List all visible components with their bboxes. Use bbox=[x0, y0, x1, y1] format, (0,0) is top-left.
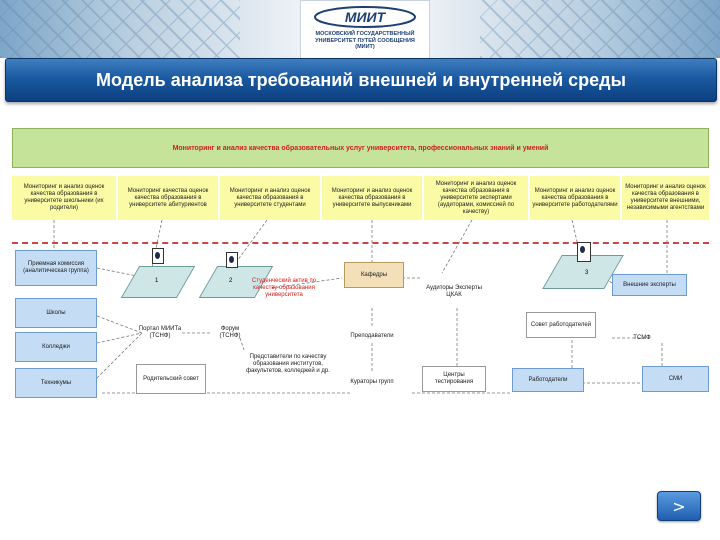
next-slide-button[interactable]: > bbox=[657, 491, 701, 521]
header-banner: МИИТ МОСКОВСКИЙ ГОСУДАРСТВЕННЫЙ УНИВЕРСИ… bbox=[0, 0, 720, 60]
parent-council-box: Родительский совет bbox=[136, 364, 206, 394]
external-experts-box: Внешние эксперты bbox=[612, 274, 687, 296]
page-title: Модель анализа требований внешней и внут… bbox=[96, 70, 626, 90]
university-logo: МИИТ МОСКОВСКИЙ ГОСУДАРСТВЕННЫЙ УНИВЕРСИ… bbox=[300, 0, 430, 60]
logo-subtitle-line: (МИИТ) bbox=[355, 44, 375, 50]
document-number: 3 bbox=[585, 270, 589, 276]
miit-portal: Портал МИИТа (ТСНФ) bbox=[138, 326, 182, 339]
auditors-experts: Аудиторы Эксперты ЦКАК bbox=[426, 285, 482, 298]
document-number: 1 bbox=[155, 278, 159, 284]
monitoring-schoolchildren: Мониторинг и анализ оценок качества обра… bbox=[12, 176, 116, 220]
tsmf: ТСМФ bbox=[633, 334, 651, 341]
group-curators: Кураторы групп bbox=[350, 378, 394, 385]
document-1-icon bbox=[152, 248, 164, 264]
monitoring-graduates: Мониторинг и анализ оценок качества обра… bbox=[322, 176, 422, 220]
admissions-committee-box: Приемная комиссия (аналитическая группа) bbox=[15, 250, 97, 286]
monitoring-applicants: Мониторинг качества оценок качества обра… bbox=[118, 176, 218, 220]
monitoring-experts: Мониторинг и анализ оценок качества обра… bbox=[424, 176, 528, 220]
connector-lines bbox=[53, 219, 668, 394]
testing-centers-box: Центры тестирования bbox=[422, 366, 486, 392]
monitoring-students: Мониторинг и анализ оценок качества обра… bbox=[220, 176, 320, 220]
document-number: 2 bbox=[229, 278, 233, 284]
title-bar: Модель анализа требований внешней и внут… bbox=[5, 58, 717, 102]
colleges-box: Колледжи bbox=[15, 332, 97, 362]
requirements-model-diagram: Мониторинг и анализ качества образовател… bbox=[12, 128, 709, 400]
logo-subtitle-line: МОСКОВСКИЙ ГОСУДАРСТВЕННЫЙ bbox=[315, 31, 415, 37]
logo-brand-text: МИИТ bbox=[345, 9, 387, 25]
departments-box: Кафедры bbox=[344, 262, 404, 288]
monitoring-agencies: Мониторинг и анализ оценок качества обра… bbox=[622, 176, 709, 220]
miit-logo-icon: МИИТ bbox=[314, 6, 416, 28]
document-2-icon bbox=[226, 252, 238, 268]
quality-representatives: Представители по качеству образования ин… bbox=[246, 353, 330, 374]
logo-subtitle: МОСКОВСКИЙ ГОСУДАРСТВЕННЫЙ УНИВЕРСИТЕТ П… bbox=[303, 31, 427, 51]
schools-box: Школы bbox=[15, 298, 97, 328]
student-quality-council: Студенческий актив по качеству образован… bbox=[251, 277, 317, 298]
dashed-divider bbox=[12, 242, 709, 244]
employer-council-box: Совет работодателей bbox=[526, 312, 596, 338]
top-monitoring-box: Мониторинг и анализ качества образовател… bbox=[12, 128, 709, 168]
media-box: СМИ bbox=[642, 366, 709, 392]
document-3-icon bbox=[577, 242, 591, 262]
header-pattern-right bbox=[480, 0, 720, 58]
monitoring-employers: Мониторинг и анализ оценок качества обра… bbox=[530, 176, 620, 220]
forum: Форум (ТСНФ) bbox=[219, 326, 241, 339]
logo-subtitle-line: УНИВЕРСИТЕТ ПУТЕЙ СООБЩЕНИЯ bbox=[315, 37, 415, 44]
technical-schools-box: Техникумы bbox=[15, 368, 97, 398]
teachers: Преподаватели bbox=[350, 332, 394, 339]
header-pattern-left bbox=[0, 0, 240, 58]
employers-box: Работодатели bbox=[512, 368, 584, 392]
